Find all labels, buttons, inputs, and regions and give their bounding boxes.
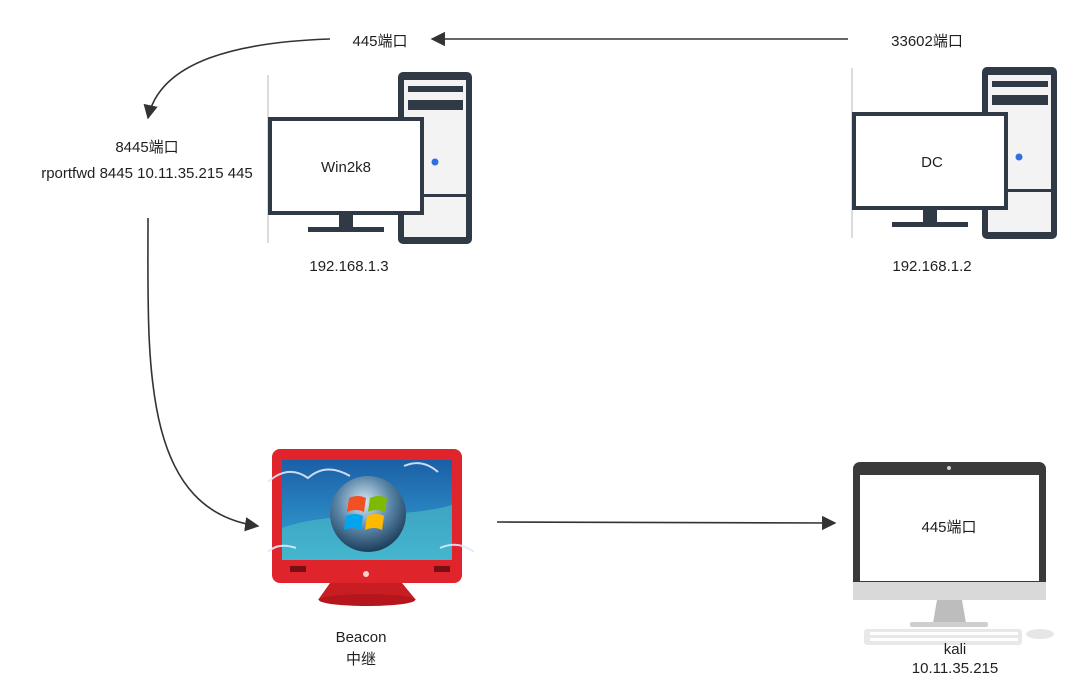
kali-computer-icon	[853, 462, 1054, 645]
arrow-445-to-8445	[143, 38, 331, 120]
arrow-beacon-to-kali	[496, 515, 837, 531]
win2k8-ip-label: 192.168.1.3	[309, 258, 389, 275]
kali-screen-label: 445端口	[921, 519, 977, 536]
dc-ip-label: 192.168.1.2	[892, 258, 972, 275]
port-8445-label: 8445端口	[115, 139, 179, 156]
win2k8-computer-icon	[267, 72, 472, 244]
beacon-monitor-icon	[267, 449, 475, 606]
beacon-role-label: 中继	[345, 651, 377, 668]
dc-screen-label: DC	[921, 154, 943, 171]
win2k8-screen-label: Win2k8	[320, 159, 372, 176]
rportfwd-command-label: rportfwd 8445 10.11.35.215 445	[41, 165, 253, 182]
dc-computer-icon	[851, 67, 1057, 239]
arrow-rportfwd-to-beacon	[147, 217, 260, 532]
port-445-label: 445端口	[352, 33, 408, 50]
port-33602-label: 33602端口	[891, 33, 963, 50]
beacon-name-label: Beacon	[335, 629, 387, 646]
kali-ip-label: 10.11.35.215	[911, 660, 999, 677]
kali-name-label: kali	[943, 641, 967, 658]
